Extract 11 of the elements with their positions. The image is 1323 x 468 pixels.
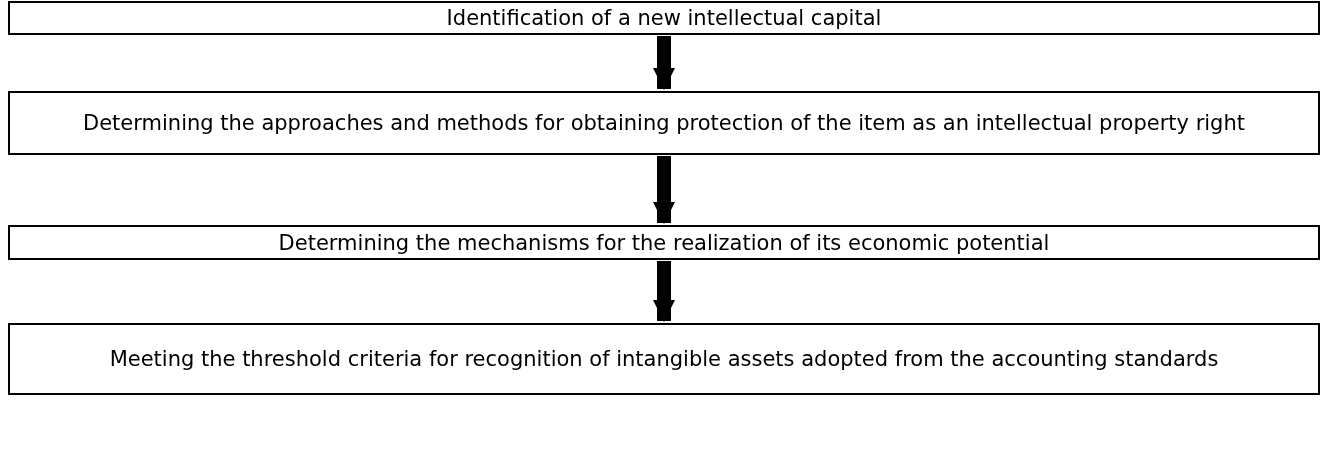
process-box [8, 91, 1320, 155]
step-text: Determining the mechanisms for the realization of its economic potential [278, 229, 1050, 257]
arrow [653, 261, 675, 323]
arrow [653, 36, 675, 91]
process-box [8, 323, 1320, 395]
arrow [653, 156, 675, 225]
process-box [8, 225, 1320, 260]
step-text: Determining the approaches and methods for obtaining protection of the item as an intellectual property right [83, 110, 1245, 137]
step-text: Meeting the threshold criteria for recognition of intangible assets adopted from the accounting standards [109, 346, 1219, 373]
step-text: Identification of a new intellectual capital [446, 5, 882, 32]
process-box [8, 1, 1320, 35]
